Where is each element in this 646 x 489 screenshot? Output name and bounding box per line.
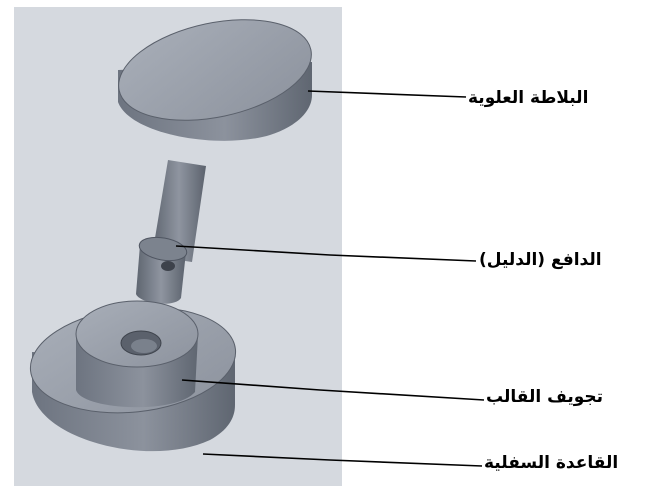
label-ejector: الدافع (الدليل) [479,250,602,270]
mold-cavity-hole-inner [131,339,157,353]
ejector-rod-hole [161,261,175,271]
top-plate [118,19,312,141]
mold-cavity [75,300,199,408]
label-bottom-base: القاعدة السفلية [484,453,619,473]
leader-line-ejector [175,245,477,262]
ejector-rod [136,160,206,304]
label-top-plate: البلاطة العلوية [468,88,589,108]
ejector-rod-tip-end [138,236,188,262]
leader-line-cavity [181,379,485,401]
leader-line-top-plate [307,90,467,98]
label-mold-cavity: تجويف القالب [486,387,604,407]
top-plate-face [118,19,312,121]
ejector-rod-shaft [152,160,206,262]
leader-lines [175,90,485,467]
leader-line-base [202,453,483,467]
